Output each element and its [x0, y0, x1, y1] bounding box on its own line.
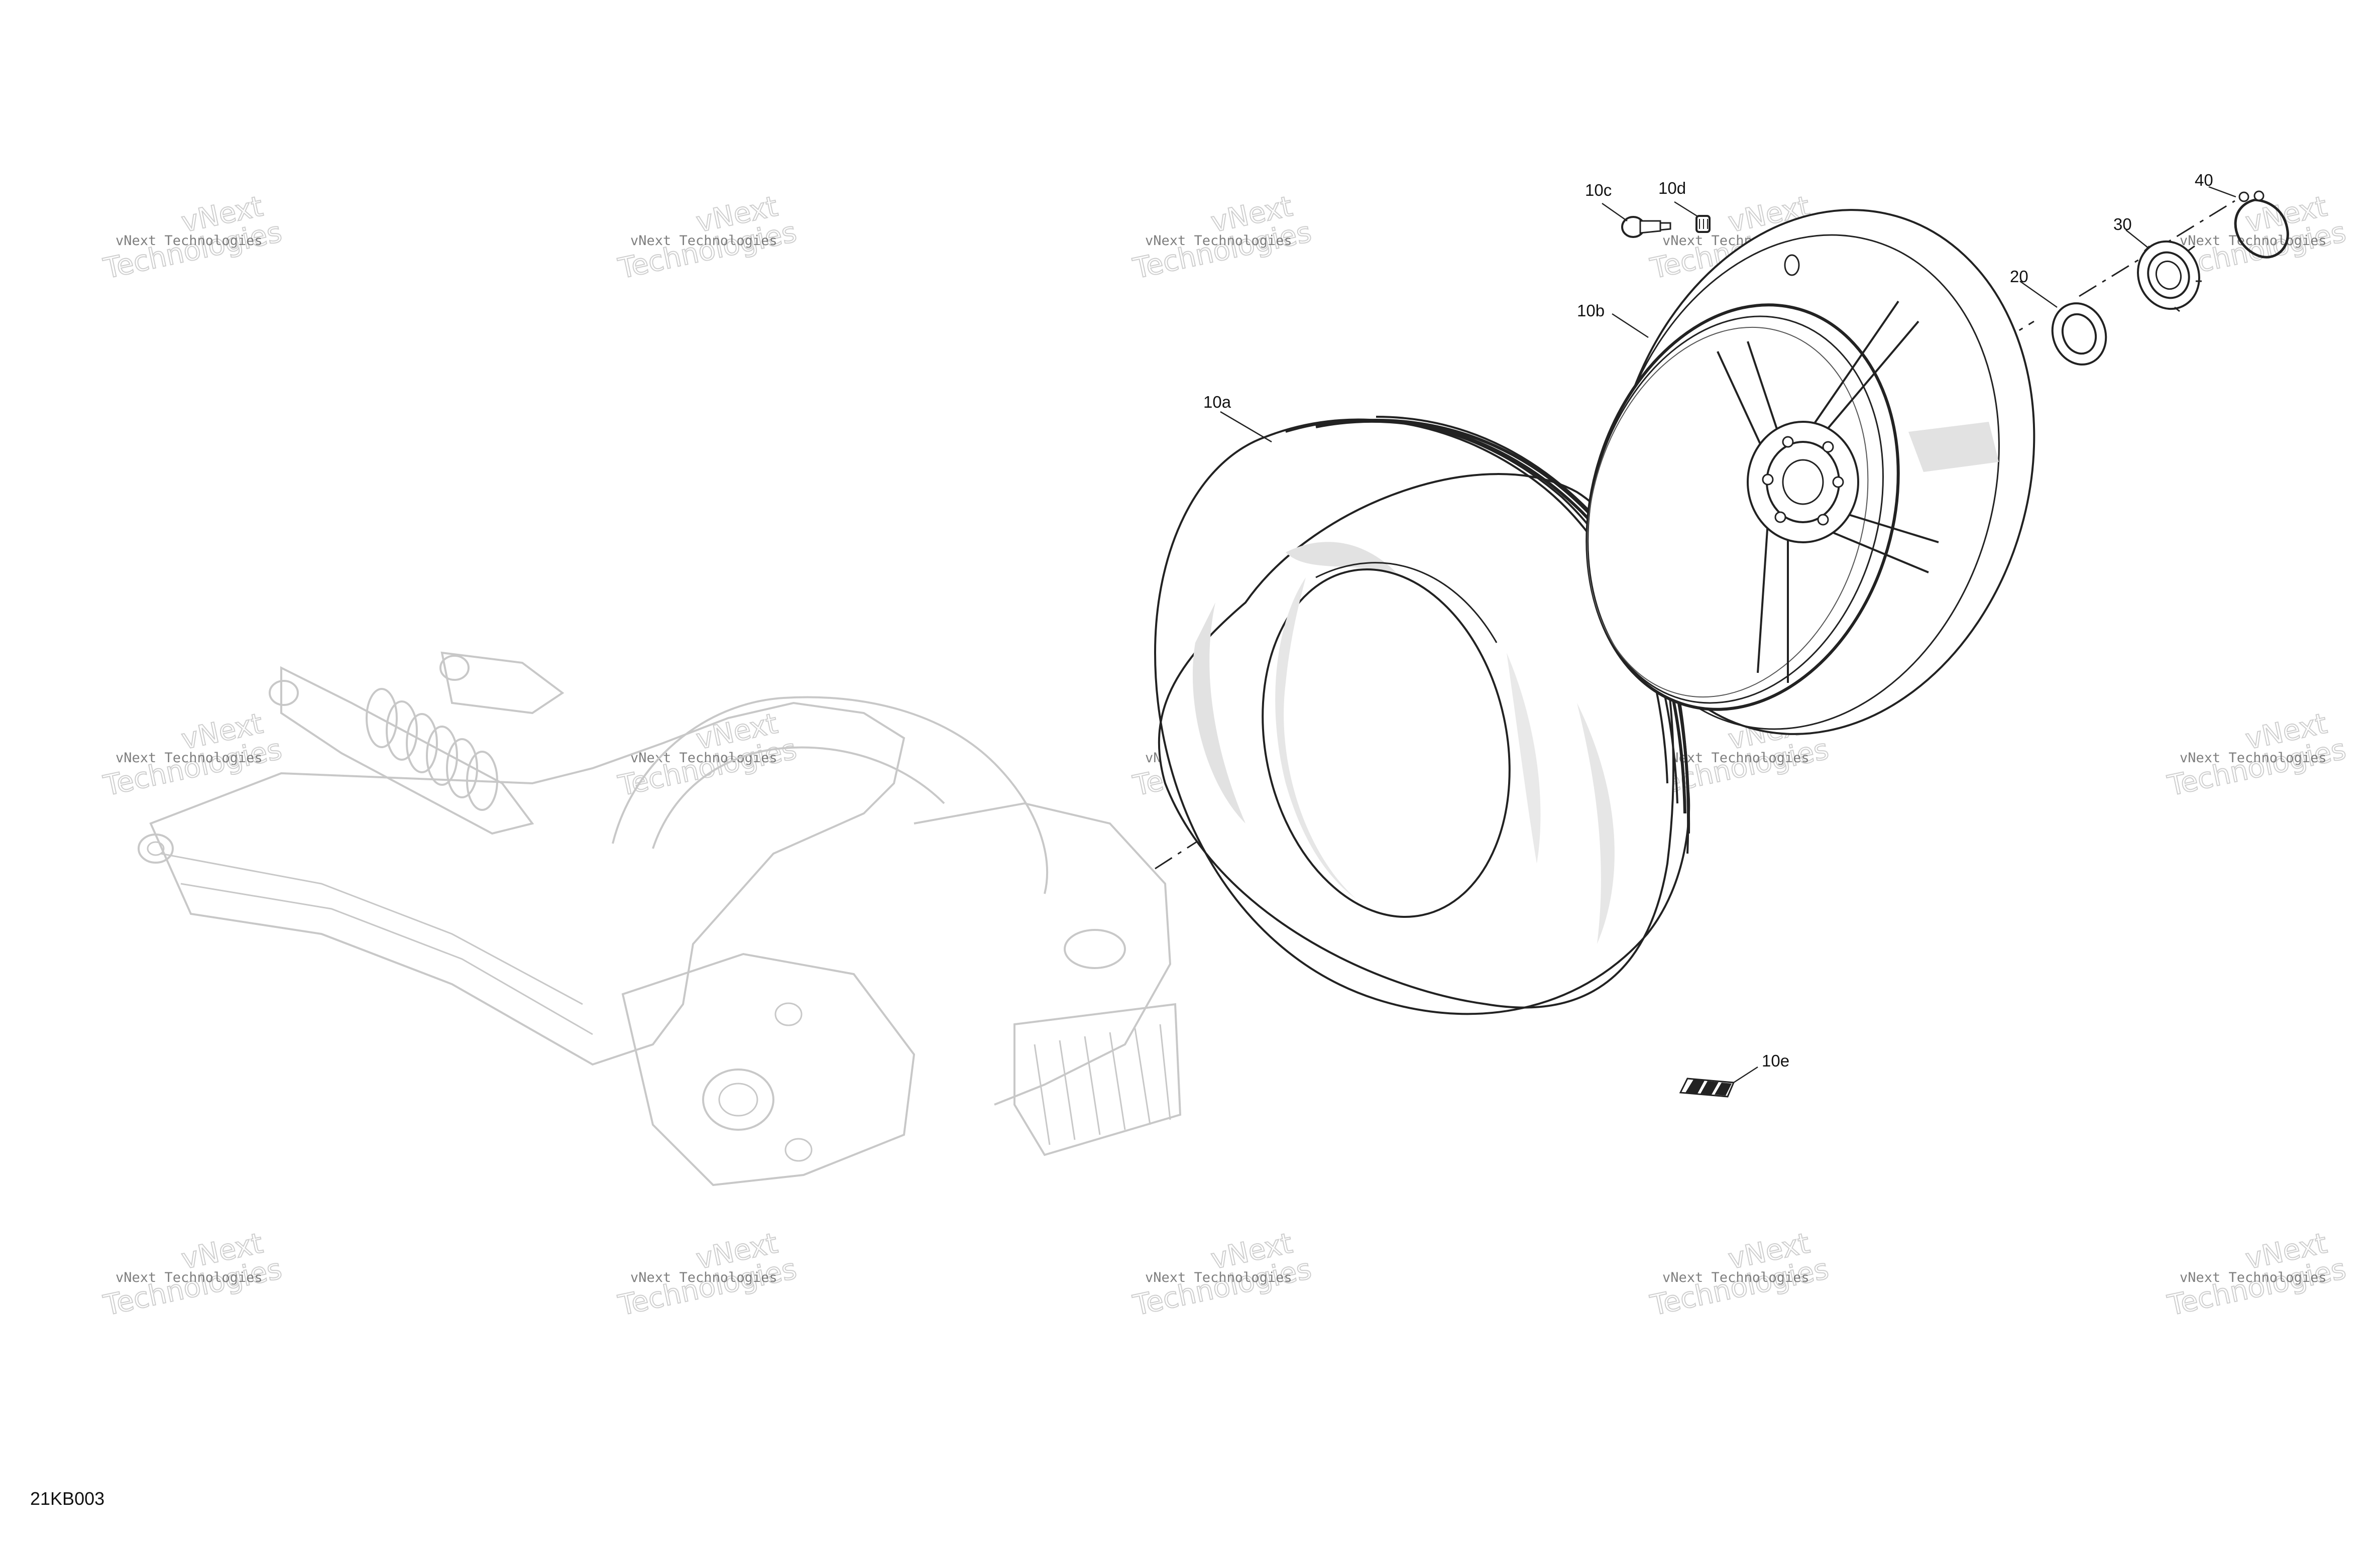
callout-10a: 10a [1203, 393, 1231, 411]
watermark-text: vNext Technologies [2180, 233, 2327, 249]
axle-nut [2137, 240, 2202, 312]
leader-lines [1220, 186, 2236, 1084]
watermark-text: vNext Technologies [1145, 1270, 1292, 1285]
watermark-text: vNext Technologies [630, 1270, 777, 1285]
watermark-text: vNext Technologies [116, 233, 263, 249]
shock-spring [366, 688, 498, 811]
valve-stem [1621, 216, 1671, 238]
watermark-text: vNext Technologies [2180, 1270, 2327, 1285]
watermark-text: vNext Technologies [116, 1270, 263, 1285]
callout-10e: 10e [1762, 1051, 1789, 1070]
washer [2051, 302, 2107, 366]
tire [1154, 416, 1690, 1015]
callout-labels: 10a 10b 10c 10d 10e 20 30 40 [1203, 171, 2213, 1070]
wheel-rim [1585, 209, 2035, 735]
watermark-text: vNext Technologies [1145, 233, 1292, 249]
callout-10c: 10c [1585, 181, 1612, 199]
callout-40: 40 [2195, 171, 2213, 189]
swingarm-assembly [138, 651, 1182, 1186]
drawing-number: 21KB003 [30, 1488, 104, 1509]
watermark-text: vNext Technologies [2180, 750, 2327, 766]
callout-10b: 10b [1577, 301, 1605, 320]
callout-30: 30 [2113, 215, 2132, 233]
watermark-text: vNext Technologies [630, 233, 777, 249]
watermark-text: vNext Technologies [116, 750, 263, 766]
watermark-text: vNext Technologies [1662, 1270, 1809, 1285]
decal-label [1679, 1078, 1735, 1098]
callout-20: 20 [2010, 267, 2028, 286]
valve-cap [1695, 215, 1711, 233]
retaining-clip [2234, 190, 2289, 259]
callout-10d: 10d [1658, 179, 1686, 197]
